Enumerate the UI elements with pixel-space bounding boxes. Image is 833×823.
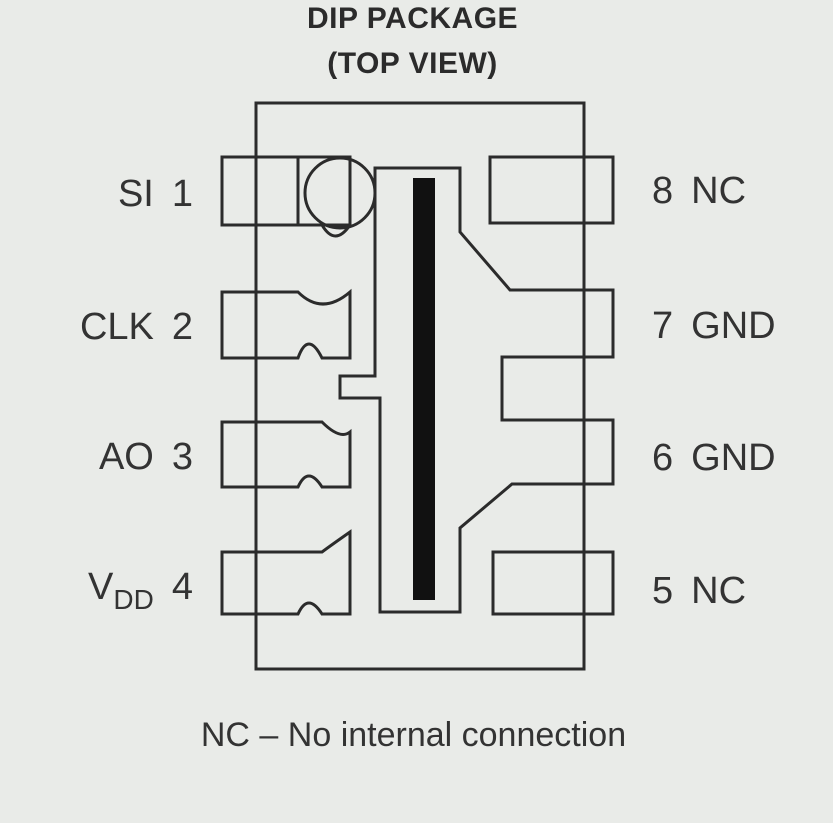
- pin-label-8: 8 NC: [652, 172, 746, 210]
- pin-8-name: NC: [691, 170, 747, 212]
- pin-4-name: V: [88, 566, 114, 608]
- pin-7-number: 7: [652, 305, 674, 347]
- pin-8-number: 8: [652, 170, 674, 212]
- pin-1-number: 1: [171, 173, 193, 215]
- pin-pad-5: [491, 550, 615, 616]
- diagram-subtitle: (TOP VIEW): [327, 47, 498, 80]
- die-strip: [413, 178, 435, 600]
- footnote: NC – No internal connection: [200, 716, 627, 754]
- pin-5-name: NC: [691, 570, 747, 612]
- pin-pad-3: [220, 420, 352, 489]
- pin-pad-2: [220, 288, 352, 360]
- pin-label-4: VDD 4: [88, 566, 193, 614]
- pin-4-name-subscript: DD: [113, 584, 154, 615]
- pin-2-number: 2: [171, 306, 193, 348]
- pin-label-6: 6 GND: [652, 439, 776, 477]
- pin-3-name: AO: [98, 436, 154, 478]
- pin-label-5: 5 NC: [652, 572, 746, 610]
- pin-pad-1: [220, 155, 300, 227]
- pin-label-1: SI 1: [118, 175, 193, 213]
- pin-1-name: SI: [117, 173, 154, 215]
- pin-label-2: CLK 2: [80, 308, 193, 346]
- pin-5-number: 5: [652, 570, 674, 612]
- pin-6-name: GND: [691, 437, 776, 479]
- package-body: [254, 101, 586, 671]
- pin-7-name: GND: [691, 305, 776, 347]
- diagram-title: DIP PACKAGE: [306, 2, 519, 35]
- pin-4-number: 4: [171, 566, 193, 608]
- pin-6-number: 6: [652, 437, 674, 479]
- center-leadframe: [338, 166, 615, 614]
- pin-3-number: 3: [171, 436, 193, 478]
- pin-pad-4: [220, 529, 352, 616]
- pin-1-marker: [303, 156, 377, 230]
- pin-label-7: 7 GND: [652, 307, 776, 345]
- pin-pad-8: [488, 155, 615, 225]
- pin-label-3: AO 3: [99, 438, 193, 476]
- pin-2-name: CLK: [79, 306, 154, 348]
